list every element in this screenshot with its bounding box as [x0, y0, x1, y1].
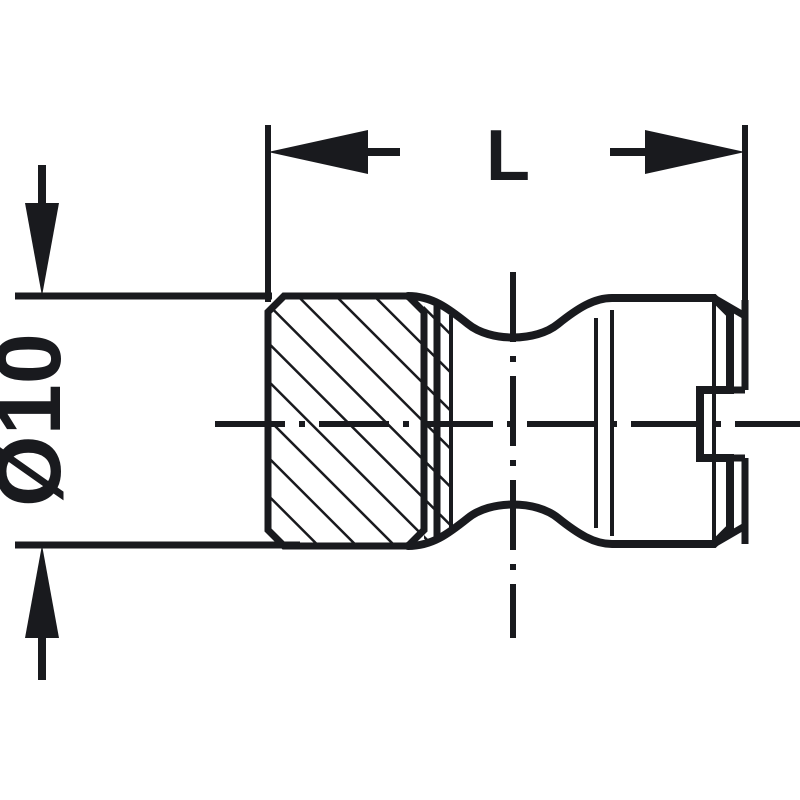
centerlines-group: [215, 272, 800, 638]
diameter-dimension-label: Ø10: [0, 333, 80, 507]
length-arrowhead-left: [268, 130, 368, 174]
diameter-arrowhead-bottom: [25, 545, 59, 638]
head-chamfer-bottom: [712, 522, 747, 548]
length-arrowhead-right: [645, 130, 745, 174]
diameter-arrowhead-top: [25, 203, 59, 296]
part-body-group: [264, 292, 749, 550]
dimension-diameter: Ø10: [0, 165, 300, 680]
groove-lower-profile: [404, 500, 616, 550]
head-chamfer-top: [712, 294, 747, 320]
drawing-content: L Ø10: [0, 116, 800, 680]
groove-upper-profile: [404, 292, 616, 342]
left-block-outline: [264, 292, 428, 550]
length-dimension-label: L: [486, 116, 530, 196]
dimension-length: L: [265, 116, 748, 302]
